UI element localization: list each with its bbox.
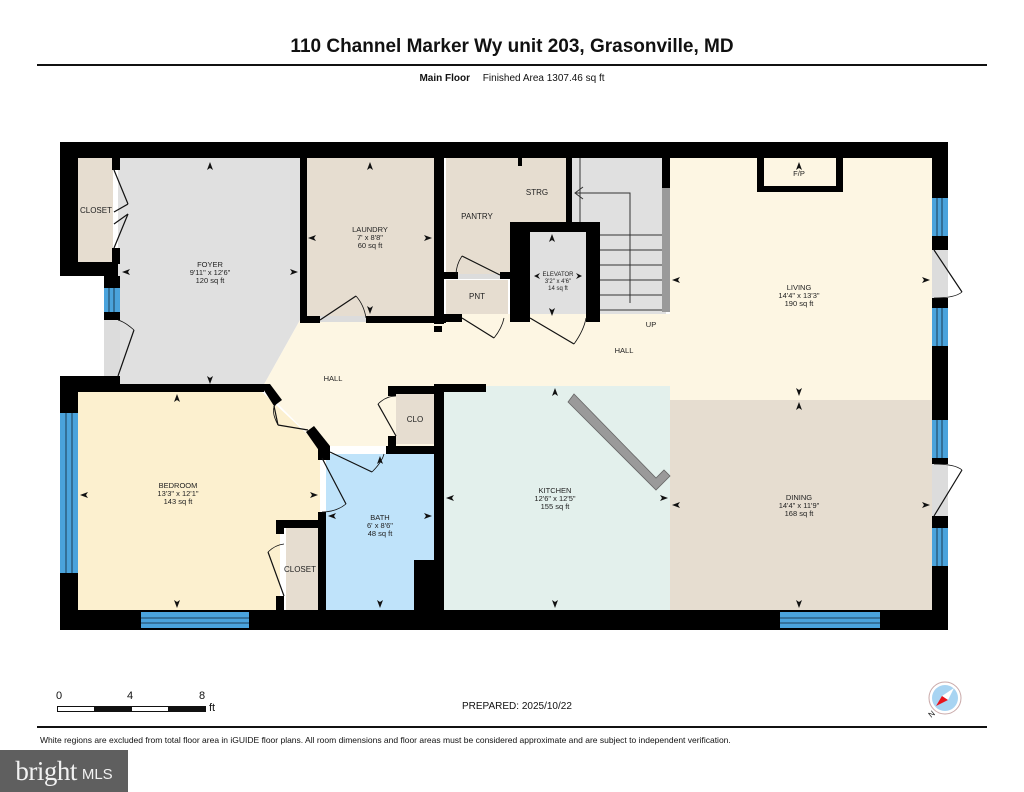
logo-suffix: MLS (81, 765, 113, 783)
elevator-dims: 3'2" x 4'6" (545, 279, 571, 285)
closet-foyer-label: CLOSET (80, 206, 112, 215)
closet-bedroom-label: CLOSET (284, 565, 316, 574)
hall-east-label: HALL (615, 346, 634, 355)
pnt-fill (446, 280, 508, 314)
bright-mls-logo: bright MLS (0, 750, 128, 792)
scale-segment (57, 706, 95, 712)
bedroom-fill (78, 392, 320, 610)
living-dims: 14'4" x 13'3" (778, 291, 819, 300)
header-divider (37, 64, 987, 66)
scale-segment (168, 706, 206, 712)
bath-label: BATH (370, 513, 389, 522)
laundry-fill (306, 158, 434, 318)
fireplace-label: F/P (793, 169, 805, 178)
stairs (574, 158, 662, 311)
logo-brand: bright (15, 755, 77, 786)
prepared-date: PREPARED: 2025/10/22 (462, 701, 572, 712)
pnt-label: PNT (469, 292, 485, 301)
pantry-label: PANTRY (461, 212, 493, 221)
living-area: 190 sq ft (785, 299, 815, 308)
living-label: LIVING (787, 283, 812, 292)
clo-fill (396, 392, 434, 444)
footer-divider (37, 726, 987, 728)
scale-unit: ft (209, 702, 216, 714)
hall-west-label: HALL (324, 374, 343, 383)
bath-fill (326, 454, 434, 610)
disclaimer-text: White regions are excluded from total fl… (40, 735, 731, 745)
dining-fill (670, 400, 932, 612)
kitchen-label: KITCHEN (539, 486, 572, 495)
scale-tick-8: 8 (199, 690, 206, 702)
room-labels: CLOSET FOYER 9'11" x 12'6" 120 sq ft LAU… (80, 169, 820, 574)
scale-segment (94, 706, 132, 712)
closet-bedroom-fill (286, 526, 318, 610)
dining-label: DINING (786, 493, 812, 502)
page-title: 110 Channel Marker Wy unit 203, Grasonvi… (290, 36, 734, 57)
bath-dims: 6' x 8'6" (367, 521, 393, 530)
stairs-up-label: UP (646, 320, 656, 329)
windows (60, 198, 948, 628)
scale-tick-4: 4 (127, 690, 134, 702)
window-bedroom-left (60, 413, 78, 573)
bedroom-area: 143 sq ft (164, 497, 194, 506)
strg-label: STRG (526, 188, 548, 197)
scale-bar: 0 4 8 ft (56, 690, 226, 720)
laundry-area: 60 sq ft (358, 241, 384, 250)
doors (104, 169, 963, 597)
room-fills (78, 158, 932, 612)
compass-icon: N (927, 681, 962, 720)
living-fill (670, 158, 932, 400)
kitchen-fill (444, 386, 670, 612)
scale-tick-0: 0 (56, 690, 63, 702)
clo-label: CLO (407, 415, 423, 424)
window-dining-right-1 (932, 420, 948, 458)
window-dining-bottom (780, 612, 880, 628)
compass-north-label: N (927, 709, 937, 720)
floor-name: Main Floor (419, 73, 471, 84)
dining-area: 168 sq ft (785, 509, 815, 518)
dimension-arrows (80, 162, 930, 608)
finished-area: Finished Area 1307.46 sq ft (482, 73, 605, 84)
dining-dims: 14'4" x 11'9" (779, 501, 820, 510)
kitchen-dims: 12'6" x 12'5" (534, 494, 575, 503)
scale-segment (131, 706, 169, 712)
elevator-label: ELEVATOR (542, 272, 574, 278)
window-dining-right-2 (932, 528, 948, 566)
hall-fill (262, 314, 670, 446)
window-living-right-1 (932, 198, 948, 236)
foyer-fill (118, 158, 300, 388)
kitchen-island-counter (567, 393, 671, 491)
foyer-dims: 9'11" x 12'6" (190, 268, 231, 277)
bedroom-dims: 13'3" x 12'1" (157, 489, 198, 498)
closet-foyer-fill (78, 158, 113, 264)
laundry-dims: 7' x 8'8" (357, 233, 383, 242)
window-foyer-left (104, 288, 120, 312)
foyer-area: 120 sq ft (196, 276, 226, 285)
bedroom-label: BEDROOM (159, 481, 198, 490)
bath-area: 48 sq ft (368, 529, 394, 538)
window-bedroom-bottom (141, 612, 249, 628)
elevator-area: 14 sq ft (548, 286, 568, 292)
foyer-label: FOYER (197, 260, 223, 269)
window-living-right-2 (932, 308, 948, 346)
kitchen-area: 155 sq ft (541, 502, 571, 511)
floor-summary: Main Floor Finished Area 1307.46 sq ft (0, 73, 1024, 84)
laundry-label: LAUNDRY (352, 225, 388, 234)
